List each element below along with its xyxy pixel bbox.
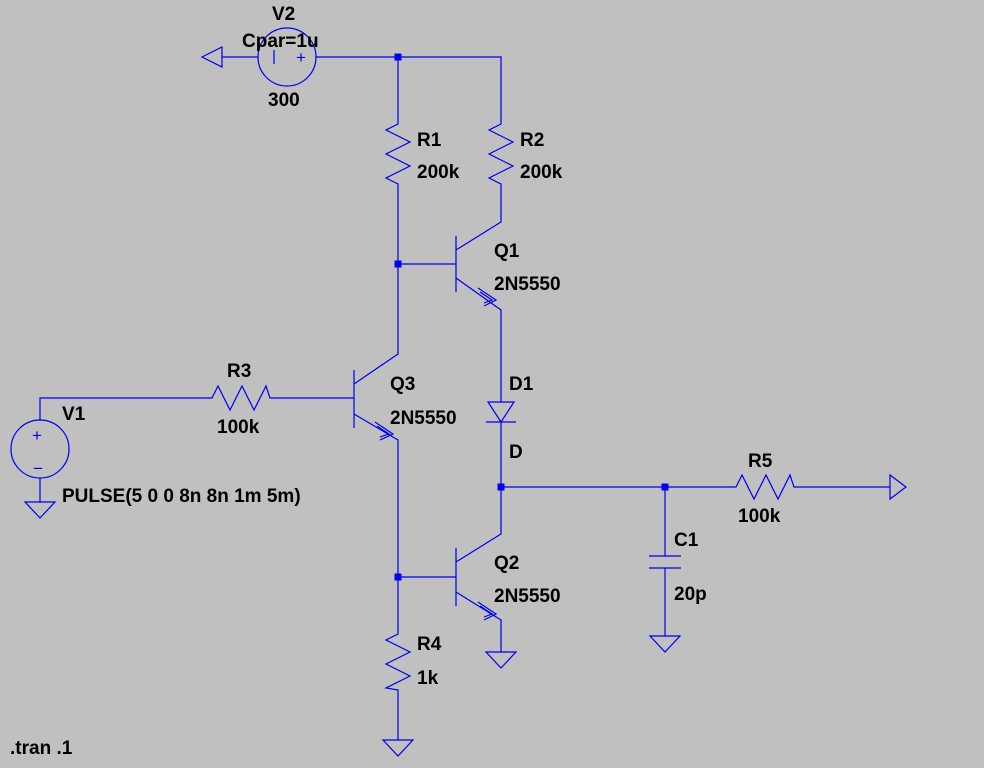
- polarity-minus-icon: −: [33, 459, 43, 478]
- polarity-plus-icon: +: [296, 48, 306, 67]
- r3-name: R3: [227, 361, 251, 382]
- r5-name: R5: [748, 451, 773, 472]
- resistor-r3[interactable]: R3 100k: [208, 361, 271, 438]
- c1-name: C1: [674, 530, 699, 551]
- junction-dot: [394, 573, 402, 581]
- q1-name: Q1: [494, 241, 520, 262]
- output-port-flag-icon[interactable]: [889, 473, 907, 501]
- v1-name: V1: [62, 404, 86, 425]
- polarity-plus-icon: +: [32, 426, 42, 445]
- transistor-q2[interactable]: Q2 2N5550: [455, 533, 561, 621]
- junction-dot: [661, 483, 669, 491]
- capacitor-c1[interactable]: C1 20p: [649, 530, 707, 605]
- r4-name: R4: [417, 634, 442, 655]
- wires: [39, 56, 891, 741]
- q3-model: 2N5550: [390, 408, 457, 429]
- junction-dots: [394, 53, 669, 581]
- resistor-r1[interactable]: R1 200k: [384, 120, 460, 185]
- voltage-source-v1[interactable]: + − V1 PULSE(5 0 0 8n 8n 1m 5m): [10, 404, 301, 507]
- q1-model: 2N5550: [494, 274, 561, 295]
- junction-dot: [394, 260, 402, 268]
- transistor-q3[interactable]: Q3 2N5550: [353, 353, 457, 441]
- ground-flag-left-icon: [200, 46, 223, 68]
- resistor-r2[interactable]: R2 200k: [487, 120, 563, 185]
- r2-value: 200k: [520, 162, 563, 183]
- junction-dot: [394, 53, 402, 61]
- transistor-q1[interactable]: Q1 2N5550: [455, 221, 561, 311]
- r3-value: 100k: [217, 417, 260, 438]
- v2-param: Cpar=1u: [242, 31, 319, 52]
- ground-icon: [23, 501, 57, 519]
- r1-value: 200k: [417, 162, 460, 183]
- resistor-r5[interactable]: R5 100k: [732, 451, 795, 527]
- q2-model: 2N5550: [494, 586, 561, 607]
- ground-icon: [484, 651, 518, 669]
- r5-value: 100k: [738, 506, 781, 527]
- d1-name: D1: [509, 374, 534, 395]
- junction-dot: [497, 483, 505, 491]
- ground-icon: [381, 739, 415, 757]
- voltage-source-v2[interactable]: + V2 Cpar=1u 300: [242, 4, 319, 111]
- diode-d1[interactable]: D1 D: [486, 374, 534, 463]
- spice-directive[interactable]: .tran .1: [10, 738, 73, 759]
- r2-name: R2: [520, 130, 544, 151]
- resistor-r4[interactable]: R4 1k: [384, 630, 442, 691]
- v1-value: PULSE(5 0 0 8n 8n 1m 5m): [62, 486, 301, 507]
- v2-name: V2: [272, 4, 295, 25]
- v2-value: 300: [268, 90, 300, 111]
- r4-value: 1k: [417, 668, 439, 689]
- d1-model: D: [509, 442, 523, 463]
- c1-value: 20p: [674, 584, 707, 605]
- r1-name: R1: [417, 130, 442, 151]
- q3-name: Q3: [390, 374, 415, 395]
- ground-icon: [648, 635, 682, 653]
- q2-name: Q2: [494, 553, 519, 574]
